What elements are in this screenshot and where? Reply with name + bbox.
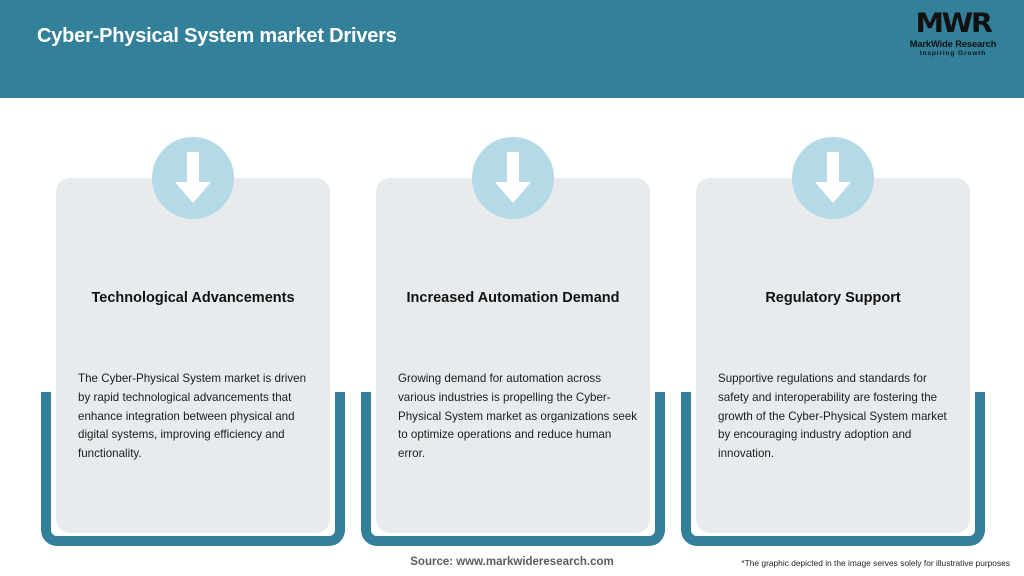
down-arrow-icon-2 [472, 137, 554, 219]
card-teal-bracket-3 [681, 392, 985, 546]
card-title-3: Regulatory Support [765, 290, 901, 306]
card-panel-1: Technological Advancements The Cyber-Phy… [56, 178, 330, 533]
card-title-1: Technological Advancements [91, 290, 295, 306]
driver-card-3: Regulatory Support Supportive regulation… [681, 137, 985, 547]
down-arrow-icon-3 [792, 137, 874, 219]
card-panel-3: Regulatory Support Supportive regulation… [696, 178, 970, 533]
logo-monogram-icon: MWR [915, 8, 992, 39]
card-body-3: Supportive regulations and standards for… [718, 372, 947, 461]
driver-card-2: Increased Automation Demand Growing dema… [361, 137, 665, 547]
logo-company-name: MarkWide Research [909, 39, 997, 49]
page-title: Cyber-Physical System market Drivers [37, 25, 397, 47]
header-band [0, 0, 1024, 98]
down-arrow-icon-1 [152, 137, 234, 219]
card-panel-2: Increased Automation Demand Growing dema… [376, 178, 650, 533]
card-title-2: Increased Automation Demand [406, 290, 620, 306]
disclaimer-note: *The graphic depicted in the image serve… [741, 558, 1010, 568]
card-body-2: Growing demand for automation across var… [398, 372, 638, 461]
logo-tagline: Inspiring Growth [919, 50, 987, 58]
card-teal-bracket-2 [361, 392, 665, 546]
brand-logo: MWR MarkWide Research Inspiring Growth [904, 10, 1002, 58]
card-body-1: The Cyber-Physical System market is driv… [78, 372, 307, 461]
card-teal-bracket-1 [41, 392, 345, 546]
source-note: Source: www.markwideresearch.com [410, 556, 614, 568]
driver-card-1: Technological Advancements The Cyber-Phy… [41, 137, 345, 547]
